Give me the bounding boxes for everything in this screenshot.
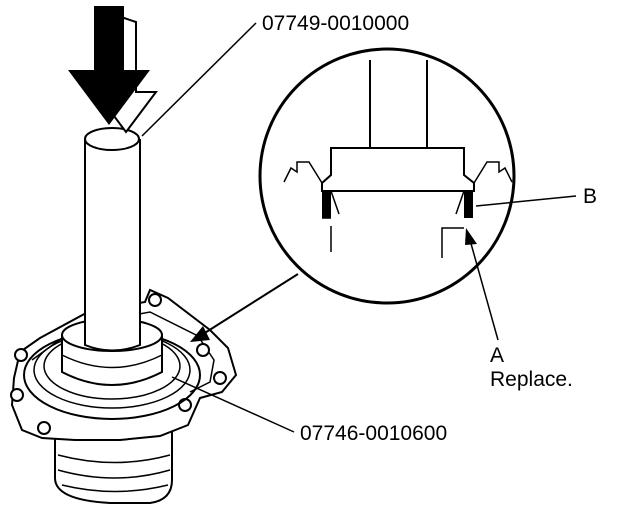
leader-a-arrowhead bbox=[465, 228, 477, 245]
bolt-hole bbox=[148, 293, 162, 307]
detail-view bbox=[258, 47, 516, 305]
detail-housing-right bbox=[473, 161, 513, 184]
housing-lower-ring-3 bbox=[61, 484, 169, 493]
driver-shaft-top bbox=[84, 127, 140, 151]
label-driver-part-number: 07749-0010000 bbox=[262, 12, 409, 35]
label-callout-a: A bbox=[490, 344, 504, 367]
detail-bore-right bbox=[441, 227, 464, 258]
arrow-down-icon bbox=[68, 6, 150, 125]
bolt-hole bbox=[213, 371, 227, 385]
detail-bore-left bbox=[322, 217, 332, 252]
detail-seal-right bbox=[464, 191, 473, 218]
driver-shaft bbox=[84, 139, 141, 352]
label-callout-a-note: Replace. bbox=[490, 368, 573, 391]
bolt-hole bbox=[196, 343, 210, 357]
bolt-hole bbox=[14, 348, 28, 362]
housing-lower-ring-1 bbox=[57, 454, 171, 464]
label-callout-b: B bbox=[583, 185, 597, 208]
driver-tool bbox=[84, 127, 141, 352]
detail-driver-head bbox=[321, 147, 475, 192]
attachment-tool-ring bbox=[61, 354, 163, 369]
detail-seal-left bbox=[322, 191, 331, 218]
bolt-hole bbox=[10, 388, 24, 402]
housing-lower-ring-2 bbox=[57, 469, 171, 479]
leader-lines bbox=[141, 22, 577, 433]
detail-pointer-line bbox=[199, 273, 299, 337]
detail-seal-left-lip bbox=[330, 190, 340, 215]
leader-driver bbox=[141, 22, 257, 137]
label-attachment-part-number: 07746-0010600 bbox=[300, 422, 447, 445]
detail-seal-right-lip bbox=[455, 190, 465, 215]
detail-housing-left bbox=[283, 161, 323, 184]
detail-pointer-arrowhead bbox=[190, 326, 210, 342]
bolt-hole bbox=[37, 421, 51, 435]
leader-attachment bbox=[171, 376, 295, 433]
press-arrow bbox=[68, 6, 158, 134]
leader-a bbox=[469, 239, 499, 341]
leader-b bbox=[475, 195, 577, 207]
